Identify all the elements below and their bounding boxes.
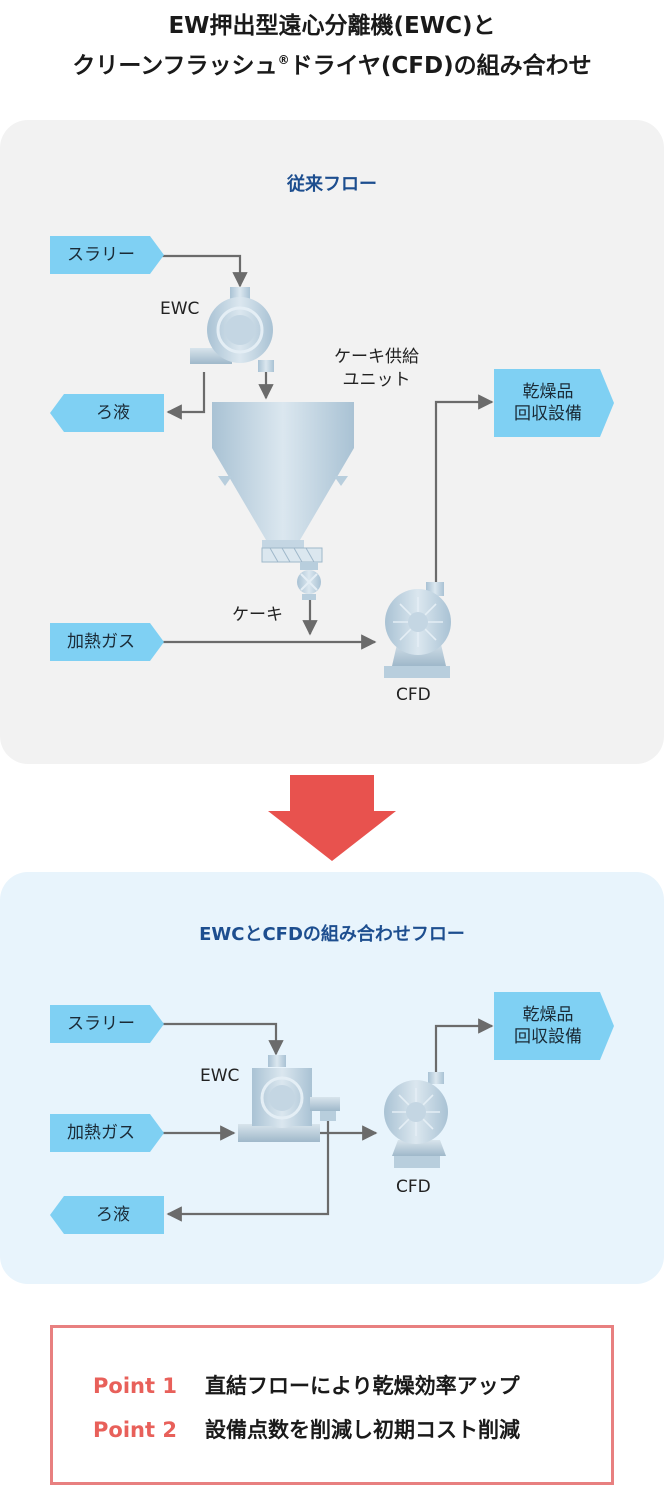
title-text: クリーンフラッシュ (72, 53, 278, 79)
transition-arrow-icon (268, 775, 396, 861)
point-2-text: 設備点数を削減し初期コスト削減 (205, 1418, 520, 1442)
ewc-label-conventional: EWC (160, 299, 200, 319)
registered-mark: ® (277, 53, 290, 67)
dried-product-tag-combined: 乾燥品 回収設備 (494, 992, 614, 1060)
cake-label: ケーキ (232, 605, 283, 625)
conventional-flow-heading: 従来フロー (287, 174, 377, 195)
filtrate-tag-combined: ろ液 (50, 1196, 164, 1234)
point-1-tag: Point 1 (93, 1374, 177, 1398)
combined-flow-heading: EWCとCFDの組み合わせフロー (199, 924, 465, 945)
dried-product-line-2: 回収設備 (514, 404, 582, 424)
point-row-1: Point 1 直結フローにより乾燥効率アップ (93, 1370, 520, 1400)
ewc-unit-combined-icon (238, 1055, 340, 1142)
heated-gas-tag-conventional: 加熱ガス (50, 623, 164, 661)
dried-product-line-2: 回収設備 (514, 1027, 582, 1047)
cake-feed-unit-line-2: ユニット (342, 369, 411, 390)
cake-feed-unit-line-1: ケーキ供給 (334, 347, 419, 367)
diagram-title-line-2: クリーンフラッシュ®ドライヤ(CFD)の組み合わせ (0, 46, 664, 80)
title-text: ドライヤ(CFD)の組み合わせ (289, 53, 592, 79)
point-2-tag: Point 2 (93, 1418, 177, 1442)
cfd-unit-combined-icon (384, 1072, 448, 1168)
ewc-unit-conventional-icon (190, 287, 274, 372)
cfd-unit-conventional-icon (384, 582, 451, 678)
point-row-2: Point 2 設備点数を削減し初期コスト削減 (93, 1414, 520, 1444)
filtrate-tag-conventional: ろ液 (50, 394, 164, 432)
cfd-label-combined: CFD (396, 1177, 431, 1197)
ewc-label-combined: EWC (200, 1066, 240, 1086)
slurry-tag-combined: スラリー (50, 1005, 164, 1043)
heated-gas-tag-combined: 加熱ガス (50, 1114, 164, 1152)
cake-feed-hopper-icon (212, 402, 354, 600)
dried-product-line-1: 乾燥品 (522, 381, 574, 402)
points-box: Point 1 直結フローにより乾燥効率アップ Point 2 設備点数を削減し初期… (50, 1325, 614, 1485)
slurry-tag-conventional: スラリー (50, 236, 164, 274)
dried-product-line-1: 乾燥品 (522, 1004, 574, 1025)
diagram-title-line-1: EW押出型遠心分離機(EWC)と (168, 13, 496, 39)
cfd-label-conventional: CFD (396, 685, 431, 705)
point-1-text: 直結フローにより乾燥効率アップ (205, 1374, 520, 1398)
dried-product-tag-conventional: 乾燥品 回収設備 (494, 369, 614, 437)
cake-feed-unit-label: ケーキ供給 ユニット (334, 346, 419, 392)
